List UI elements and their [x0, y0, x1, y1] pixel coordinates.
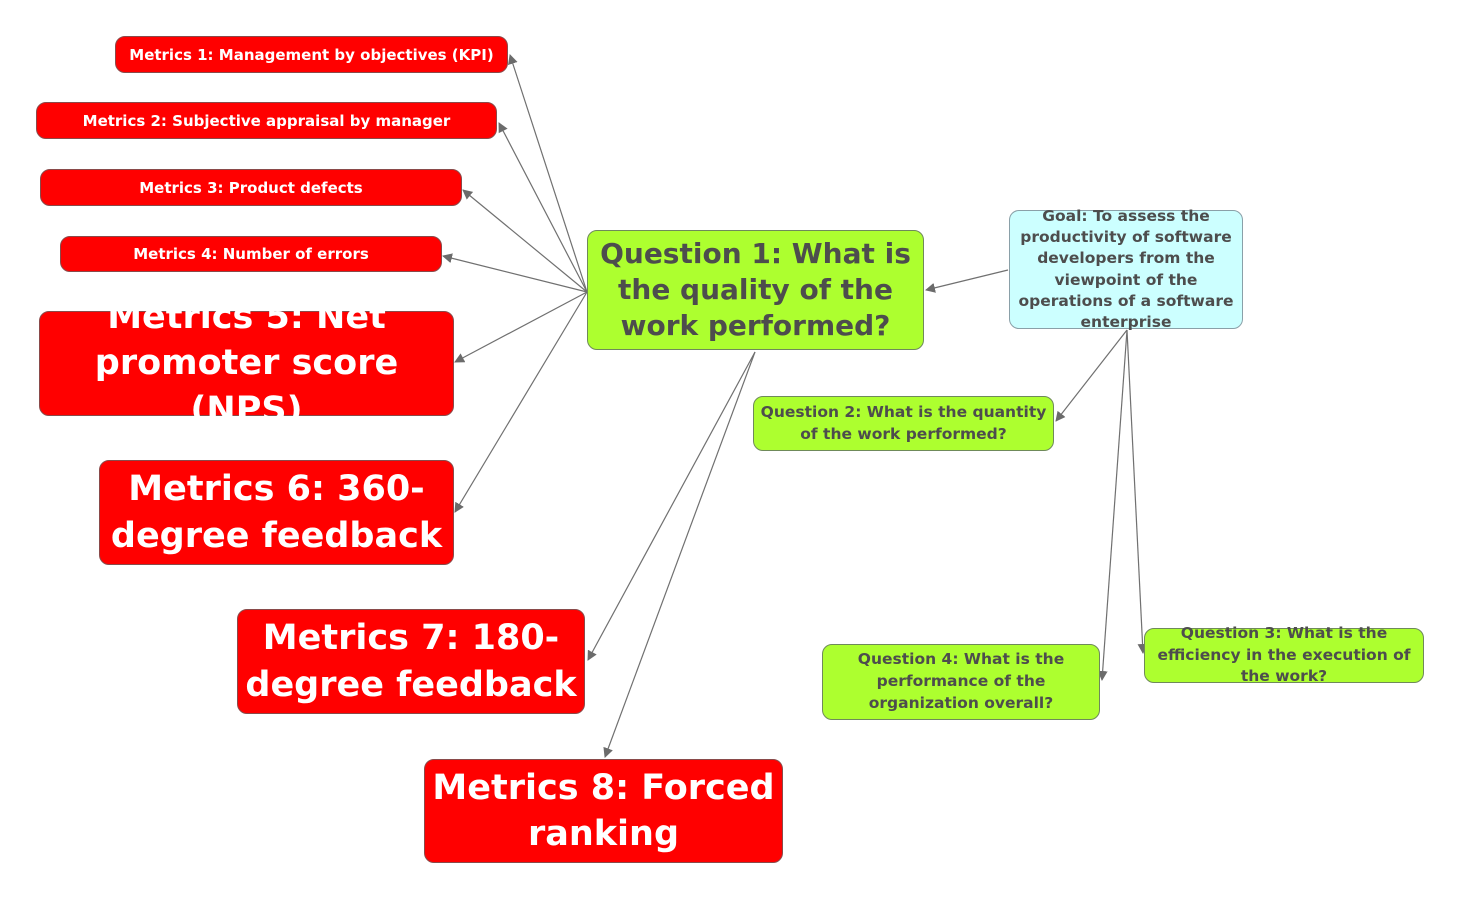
metrics-5-node[interactable]: Metrics 5: Net promoter score (NPS) [39, 297, 454, 430]
question-1-node[interactable]: Question 1: What is the quality of the w… [587, 230, 924, 350]
edge-q1-m2 [498, 122, 588, 293]
metrics-2-node[interactable]: Metrics 2: Subjective appraisal by manag… [36, 102, 497, 139]
metrics-6-node[interactable]: Metrics 6: 360-degree feedback [99, 460, 454, 565]
question-4-node[interactable]: Question 4: What is the performance of t… [822, 644, 1100, 720]
metrics-3-node[interactable]: Metrics 3: Product defects [40, 169, 462, 206]
edge-goal-q2 [1055, 329, 1128, 422]
metrics-7-node[interactable]: Metrics 7: 180-degree feedback [237, 609, 585, 714]
edge-q1-m4 [442, 253, 588, 293]
edge-q1-m3 [462, 189, 588, 293]
edge-q1-m5 [454, 291, 588, 363]
edge-goal-q3 [1126, 329, 1148, 654]
edge-q1-m1 [508, 54, 588, 293]
edge-goal-q1 [925, 269, 1009, 293]
metrics-1-node[interactable]: Metrics 1: Management by objectives (KPI… [115, 36, 508, 73]
edge-q1-m7 [587, 351, 756, 661]
edge-q1-m8 [603, 351, 756, 758]
question-3-node[interactable]: Question 3: What is the efficiency in th… [1144, 624, 1424, 685]
metrics-8-node[interactable]: Metrics 8: Forced ranking [424, 759, 783, 863]
goal-node[interactable]: Goal: To assess the productivity of soft… [1009, 207, 1243, 331]
edge-q1-m6 [454, 291, 588, 513]
question-2-node[interactable]: Question 2: What is the quantity of the … [753, 396, 1054, 451]
edge-goal-q4 [1097, 329, 1128, 681]
metrics-4-node[interactable]: Metrics 4: Number of errors [60, 236, 442, 272]
